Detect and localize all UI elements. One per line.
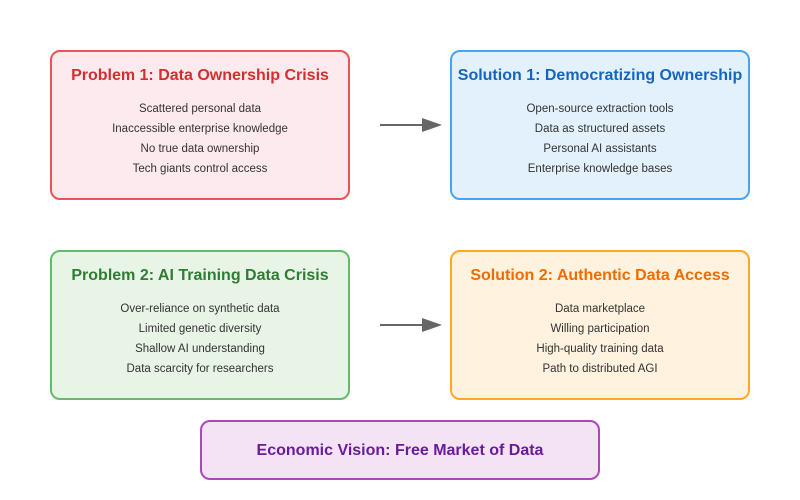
list-item: Data as structured assets — [534, 123, 666, 135]
list-item: No true data ownership — [140, 143, 260, 155]
solution-1-box: Solution 1: Democratizing Ownership Open… — [450, 50, 750, 200]
problem-2-title: Problem 2: AI Training Data Crisis — [71, 267, 329, 284]
list-item: High-quality training data — [536, 343, 664, 355]
problem-1-title: Problem 1: Data Ownership Crisis — [71, 67, 329, 84]
solution-2-box: Solution 2: Authentic Data Access Data m… — [450, 250, 750, 400]
list-item: Shallow AI understanding — [135, 343, 265, 355]
list-item: Data scarcity for researchers — [126, 363, 274, 375]
list-item: Limited genetic diversity — [138, 323, 262, 335]
solution-1-title: Solution 1: Democratizing Ownership — [457, 67, 743, 84]
list-item: Open-source extraction tools — [526, 103, 674, 115]
list-item: Inaccessible enterprise knowledge — [112, 123, 288, 135]
list-item: Personal AI assistants — [543, 143, 657, 155]
list-item: Over-reliance on synthetic data — [120, 303, 280, 315]
problem-2-box: Problem 2: AI Training Data Crisis Over-… — [50, 250, 350, 400]
economic-vision-box: Economic Vision: Free Market of Data — [200, 420, 600, 480]
economic-vision-title: Economic Vision: Free Market of Data — [256, 442, 544, 459]
list-item: Enterprise knowledge bases — [527, 163, 673, 175]
list-item: Scattered personal data — [138, 103, 262, 115]
list-item: Tech giants control access — [132, 163, 268, 175]
list-item: Data marketplace — [554, 303, 646, 315]
list-item: Willing participation — [550, 323, 650, 335]
arrow-right-icon — [380, 118, 442, 132]
arrow-right-icon — [380, 318, 442, 332]
problem-1-box: Problem 1: Data Ownership Crisis Scatter… — [50, 50, 350, 200]
list-item: Path to distributed AGI — [542, 363, 658, 375]
solution-2-title: Solution 2: Authentic Data Access — [470, 267, 730, 284]
